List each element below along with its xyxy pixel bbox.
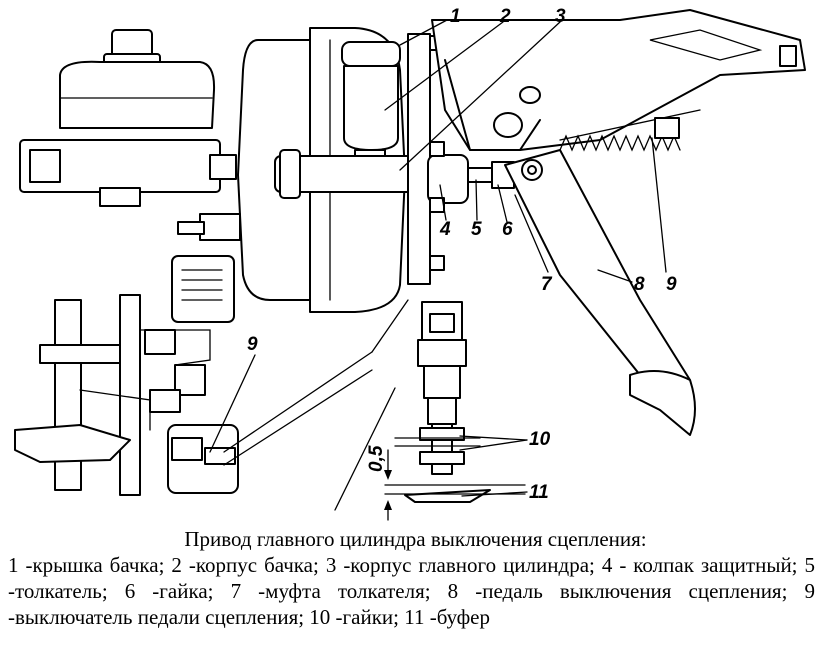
callout-9-top: 9 [666,274,677,295]
switch-detail-drawing [384,301,526,503]
callout-8: 8 [634,274,645,295]
switch-grille-icon [181,269,223,301]
callout-2: 2 [499,6,511,27]
clutch-pedal-drawing [504,149,696,436]
dimension-label: 0,5 [366,445,387,472]
clutch-drive-diagram: 1 2 3 4 5 6 7 8 9 9 10 11 0,5 [14,6,806,521]
callout-7: 7 [541,274,553,295]
callout-6: 6 [502,219,513,240]
callout-3: 3 [555,6,566,27]
detail-callout-lines [223,299,409,511]
callout-4: 4 [439,219,451,240]
callout-9-left: 9 [247,334,258,355]
return-spring-drawing [559,109,701,152]
callout-5: 5 [471,219,482,240]
dimension-marker [384,449,392,521]
caption-title: Привод главного цилиндра выключения сцеп… [184,527,647,551]
brake-reservoir-drawing [19,29,237,207]
callout-11: 11 [529,482,549,503]
callout-10: 10 [529,429,551,450]
figure-caption: Привод главного цилиндра выключения сцеп… [0,526,823,630]
callout-1: 1 [450,6,461,27]
leader-lines [209,19,667,497]
caption-legend: 1 -крышка бачка; 2 -корпус бачка; 3 -кор… [8,553,815,629]
pedal-bracket-drawing [431,9,806,151]
pedal-switch-assembly-drawing [14,255,239,496]
clutch-master-cylinder-drawing [274,33,515,285]
